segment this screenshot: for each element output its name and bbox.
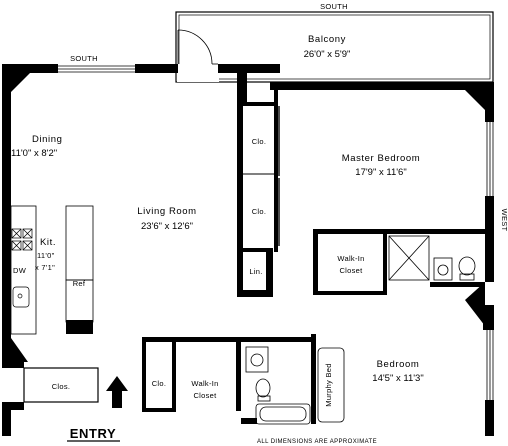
dimensions-note: ALL DIMENSIONS ARE APPROXIMATE <box>257 439 377 445</box>
wall-chamfer-nw <box>11 73 30 92</box>
dishwasher-label: DW <box>13 266 27 275</box>
kitchen-name: Kit. <box>40 237 56 248</box>
bedroom-name: Bedroom <box>377 359 420 370</box>
wall-chamfer-sw <box>11 338 28 362</box>
master-name: Master Bedroom <box>342 153 421 164</box>
closet-label-3: Clo. <box>152 379 167 388</box>
compass-south-upper: SOUTH <box>70 54 98 63</box>
entry-label: ENTRY <box>70 426 117 441</box>
bedroom-dims: 14'5" x 11'3" <box>372 373 423 384</box>
kitchen-dim-a: 11'0" <box>37 251 55 260</box>
master-walkin-line1: Walk-In <box>337 254 364 263</box>
compass-south-top: SOUTH <box>320 2 348 11</box>
master-dims: 17'9" x 11'6" <box>355 167 406 178</box>
bedroom-walls <box>142 334 316 424</box>
master-suite-walls <box>313 229 485 295</box>
bedroom-walkin-line1: Walk-In <box>191 379 218 388</box>
entry-arrow <box>106 376 128 408</box>
dining-dims: 11'0" x 8'2" <box>11 148 57 159</box>
bedroom-walkin-line2: Closet <box>193 391 217 400</box>
linen-closet-label: Lin. <box>249 267 262 276</box>
kitchen-end-block <box>66 320 93 334</box>
balcony-door <box>177 29 218 65</box>
balcony-dims: 26'0" x 5'9" <box>304 49 351 60</box>
stove-burners <box>11 228 33 251</box>
living-dims: 23'6" x 12'6" <box>141 221 193 232</box>
compass-west: WEST <box>500 209 508 232</box>
bedroom-bath-fixtures <box>245 346 311 425</box>
master-walkin-line2: Closet <box>339 266 363 275</box>
entry-closet <box>23 367 99 403</box>
murphy-bed <box>317 347 345 423</box>
refrigerator-label: Ref <box>73 279 86 288</box>
kitchen-counters <box>10 205 94 335</box>
wall-chamfer-e <box>465 282 485 326</box>
kitchen-sink <box>12 286 30 308</box>
partition-living-master <box>237 90 278 297</box>
closet-label-2: Clo. <box>252 207 267 216</box>
entry-closet-label: Clos. <box>52 382 71 391</box>
master-bath-fixtures <box>433 256 476 281</box>
shower <box>388 235 430 281</box>
exterior-walls <box>2 64 494 436</box>
kitchen-dim-b: x 7'1" <box>35 263 55 272</box>
living-name: Living Room <box>137 206 196 217</box>
closet-label-1: Clo. <box>252 137 267 146</box>
wall-chamfer-ne <box>465 90 485 110</box>
balcony-name: Balcony <box>308 34 346 45</box>
dining-name: Dining <box>32 134 63 145</box>
murphy-bed-label: Murphy Bed <box>324 363 333 406</box>
windows <box>58 65 494 400</box>
balcony-gap <box>177 64 219 82</box>
